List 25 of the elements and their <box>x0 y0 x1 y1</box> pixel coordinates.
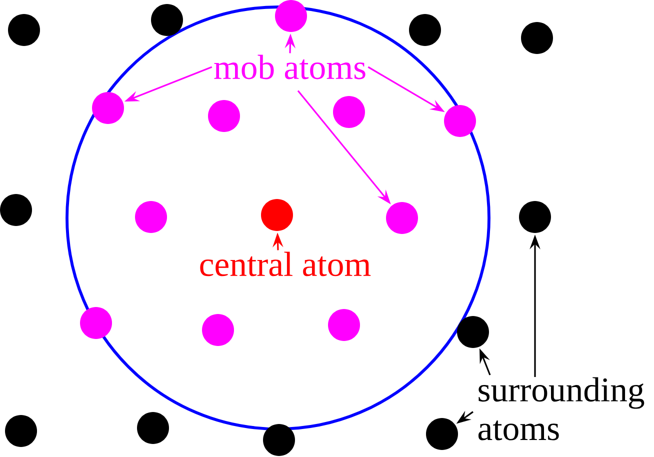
atom-dot <box>80 307 112 339</box>
atom-dot <box>202 314 234 346</box>
atom-dot <box>333 96 365 128</box>
atom-dot <box>519 201 551 233</box>
atom-dot <box>426 418 458 450</box>
atom-dot <box>328 309 360 341</box>
atom-dot <box>521 22 553 54</box>
atom-dot <box>261 199 293 231</box>
atom-dot <box>457 316 489 348</box>
atom-dot <box>137 412 169 444</box>
atom-dot <box>275 0 307 32</box>
atom-dot <box>135 201 167 233</box>
atom-dot <box>263 424 295 456</box>
atom-dot <box>409 14 441 46</box>
text-label: central atom <box>200 252 371 276</box>
text-label: mob atoms <box>214 54 366 80</box>
atom-dot <box>208 100 240 132</box>
atom-dot <box>5 415 37 447</box>
text-label: surrounding atoms <box>478 377 644 440</box>
atom-dot <box>151 4 183 36</box>
atom-dot <box>386 202 418 234</box>
atom-dot <box>8 14 40 46</box>
atom-dot <box>444 105 476 137</box>
atom-dot <box>0 194 32 226</box>
atom-dot <box>92 92 124 124</box>
